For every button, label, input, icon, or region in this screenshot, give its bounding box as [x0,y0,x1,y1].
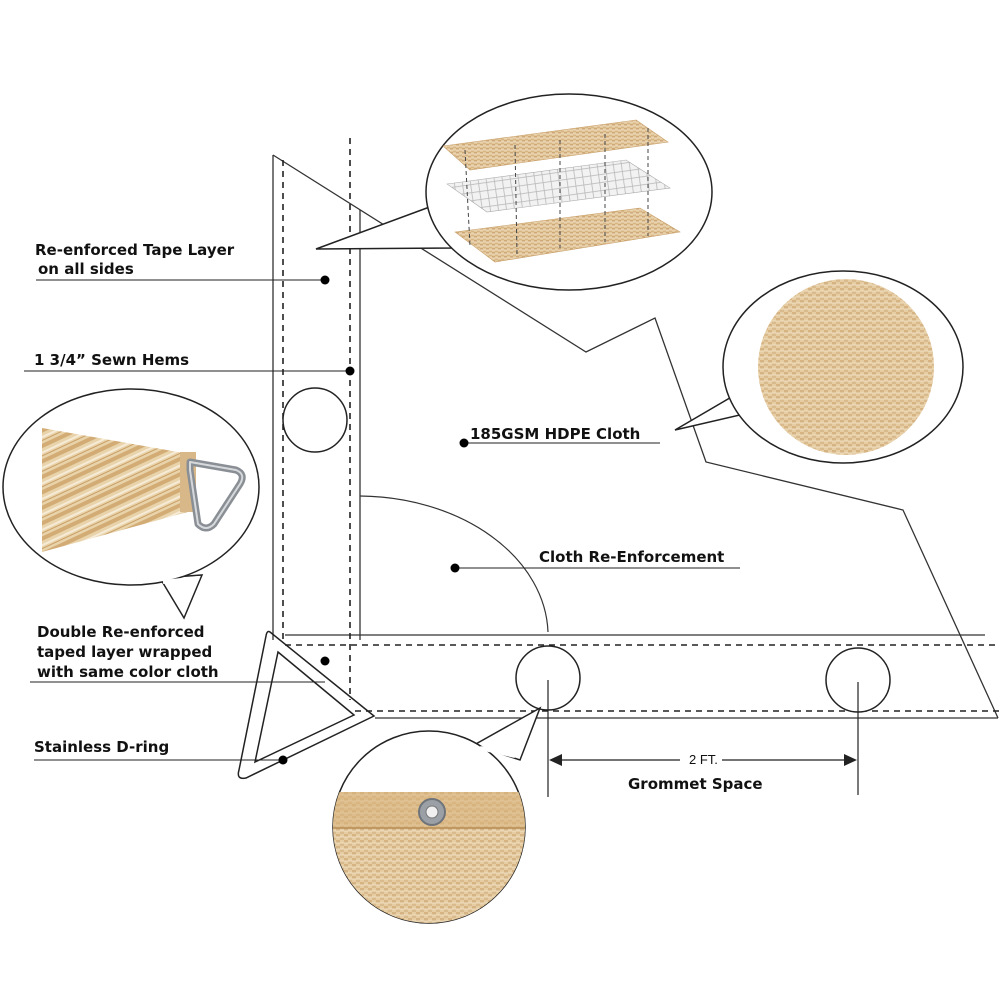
mesh-layer [446,159,671,213]
double-layer-label-line3: with same color cloth [37,663,219,681]
sail-outline [272,154,999,719]
leader-lines [24,279,740,761]
corner-dring-bubble [2,388,260,620]
double-layer-label-line1: Double Re-enforced [37,623,205,641]
sewn-hems-label: 1 3/4” Sewn Hems [34,351,190,369]
reinforcement-arc [359,495,549,633]
cloth-reinforcement-label: Cloth Re-Enforcement [539,548,725,566]
double-layer-label-line2: taped layer wrapped [37,643,213,661]
hdpe-cloth-label: 185GSM HDPE Cloth [470,425,641,443]
grommet-distance-label: 2 FT. [689,752,718,767]
grommet-upper [282,387,348,453]
tape-layers-bubble [315,93,713,291]
corner-fabric [42,428,195,552]
tape-layer-bottom [454,207,681,263]
leader-dots [278,275,469,765]
hem-dashed-lines [282,138,1000,712]
hdpe-cloth-bubble [674,270,964,464]
hdpe-cloth-swatch [758,279,934,455]
grommet-bubble [332,706,542,924]
tape-layer-label-line2: on all sides [38,260,134,278]
tape-layer-top [442,119,669,171]
d-ring-outline [237,630,376,780]
grommet-space-label: Grommet Space [628,775,763,793]
tape-layer-label-line1: Re-enforced Tape Layer [35,241,235,259]
d-ring-label: Stainless D-ring [34,738,170,756]
